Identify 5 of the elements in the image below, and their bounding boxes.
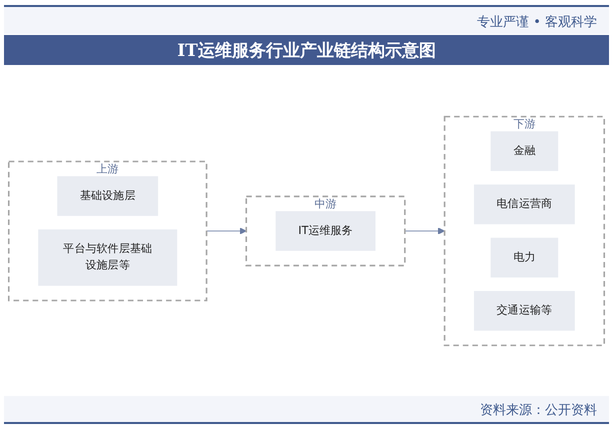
source-note: 资料来源：公开资料 [480,402,597,419]
tagline-text: 专业严谨 • 客观科学 [477,14,597,31]
arrow [404,228,445,234]
diagram-title: IT运维服务行业产业链结构示意图 [4,35,609,65]
arrow [206,228,247,234]
